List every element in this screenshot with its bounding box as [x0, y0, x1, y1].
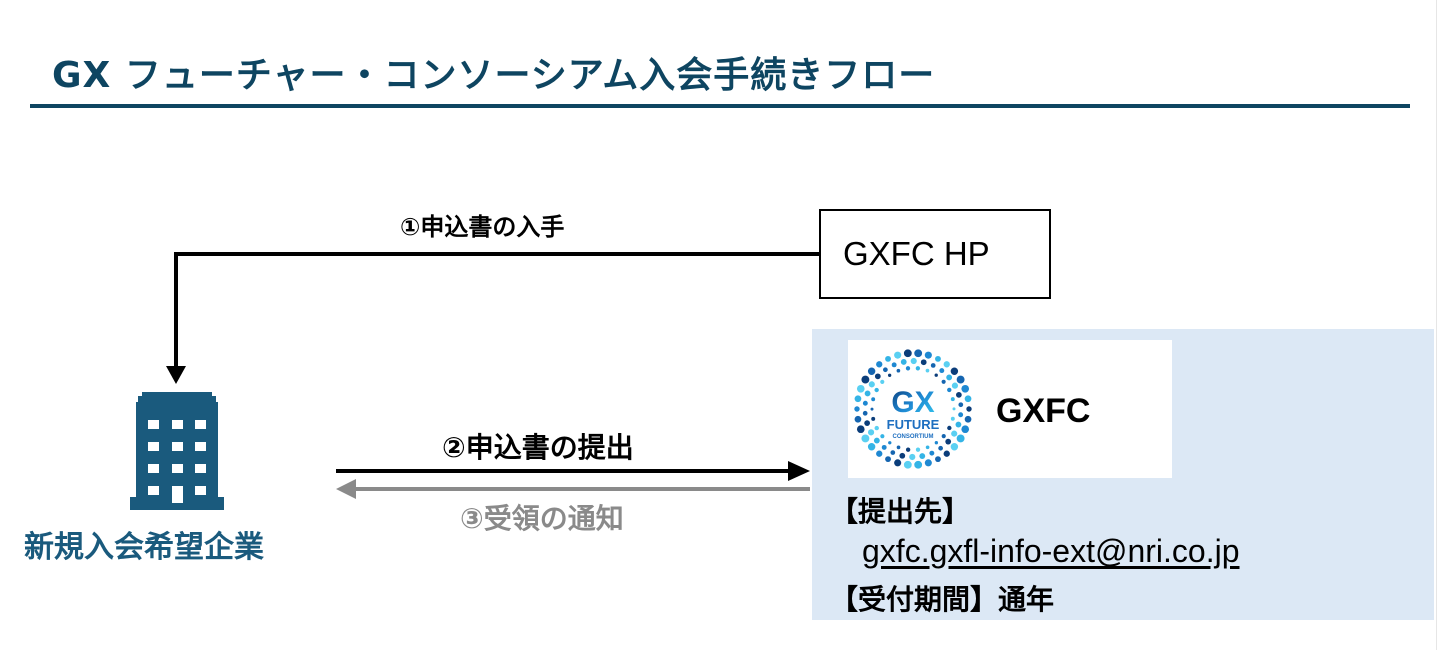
- svg-text:FUTURE: FUTURE: [887, 417, 940, 432]
- company-label: 新規入会希望企業: [24, 530, 264, 565]
- reception-period-label: 【受付期間】: [830, 583, 999, 616]
- submit-arrow-icon: [336, 461, 810, 481]
- submission-email-link[interactable]: gxfc.gxfl-info-ext@nri.co.jp: [862, 533, 1240, 569]
- title-underline: [30, 104, 1410, 108]
- submit-to-label: 【提出先】: [830, 495, 971, 528]
- step1-label: ①申込書の入手: [400, 213, 565, 241]
- receipt-arrow-icon: [336, 479, 810, 499]
- reception-period-value: 通年: [998, 583, 1055, 616]
- page-title: GX フューチャー・コンソーシアム入会手続きフロー: [52, 55, 936, 96]
- step1-connector-horizontal: [174, 252, 820, 256]
- arrow-down-icon: [166, 366, 186, 384]
- step2-label: ②申込書の提出: [442, 431, 634, 464]
- svg-text:CONSORTIUM: CONSORTIUM: [893, 434, 934, 440]
- building-icon: [130, 392, 224, 510]
- svg-text:GX: GX: [891, 386, 934, 419]
- gx-future-consortium-logo-icon: GX FUTURE CONSORTIUM: [854, 349, 972, 469]
- gxfc-hp-node: GXFC HP: [819, 209, 1051, 299]
- gxfc-name: GXFC: [996, 392, 1091, 430]
- page-edge-divider: [1436, 0, 1437, 650]
- gxfc-hp-label: GXFC HP: [843, 235, 990, 272]
- reception-period: 【受付期間】通年: [830, 578, 1054, 618]
- step3-label: ③受領の通知: [460, 502, 624, 535]
- step1-connector-vertical: [174, 252, 178, 370]
